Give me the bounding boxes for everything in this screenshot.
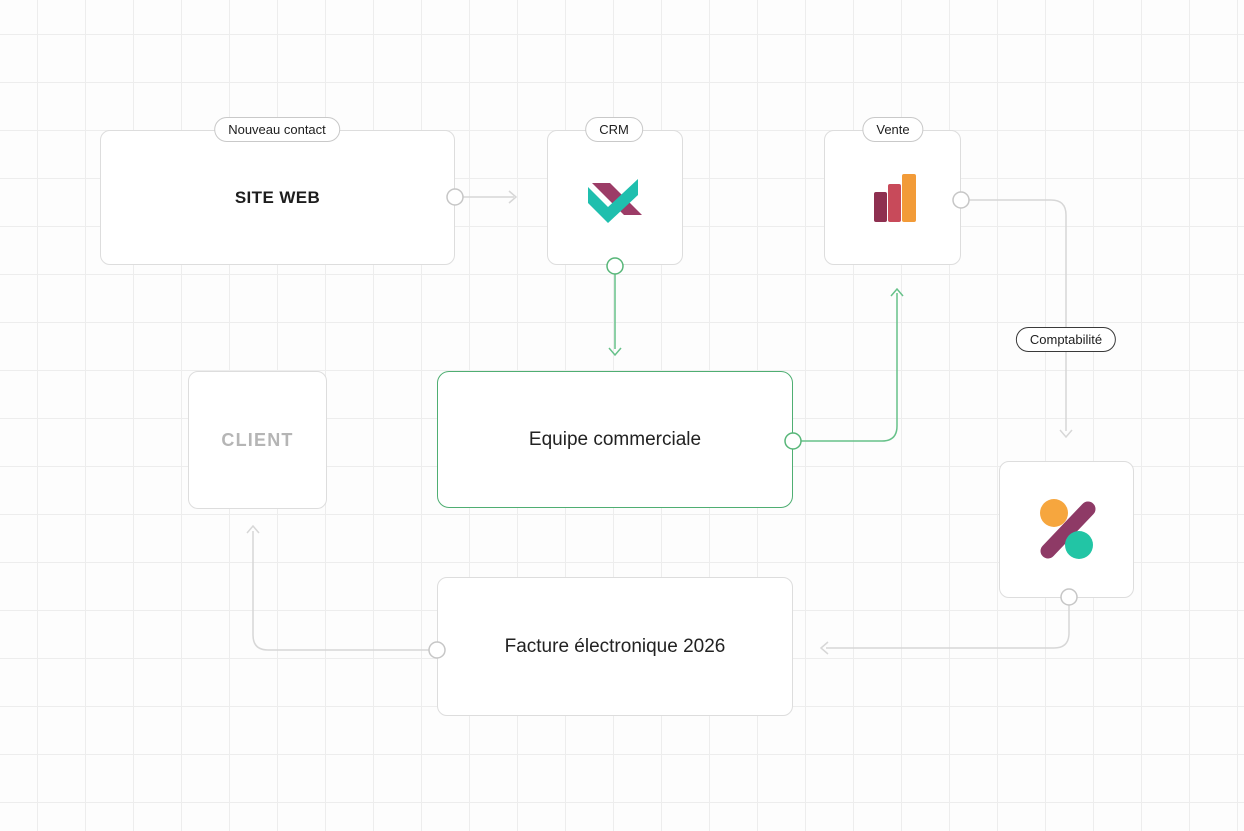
node-comptabilite[interactable] (999, 461, 1134, 598)
node-client[interactable]: CLIENT (188, 371, 327, 509)
percent-logo-icon (1039, 498, 1095, 559)
facture-title: Facture électronique 2026 (504, 635, 726, 657)
tag-nouveau-contact[interactable]: Nouveau contact (214, 117, 340, 142)
arrow-left-icon (819, 641, 829, 655)
wire-facture-client (246, 524, 446, 659)
tag-comptabilite[interactable]: Comptabilité (1015, 327, 1117, 352)
arrow-up-icon (246, 524, 260, 534)
node-crm[interactable] (547, 130, 683, 265)
wire-vente-comptabilite (952, 191, 1073, 439)
site-web-title: SITE WEB (234, 187, 321, 207)
tag-vente[interactable]: Vente (862, 117, 924, 142)
node-facture-electronique[interactable]: Facture électronique 2026 (437, 577, 793, 716)
node-vente[interactable] (824, 130, 961, 265)
wire-equipe-vente (784, 287, 904, 450)
arrow-up-icon (890, 287, 904, 297)
node-site-web[interactable]: SITE WEB (100, 130, 455, 265)
arrow-down-icon (1059, 429, 1073, 439)
client-title: CLIENT (221, 429, 294, 450)
node-equipe-commerciale[interactable]: Equipe commerciale (437, 371, 793, 508)
sales-bars-icon (873, 173, 916, 222)
wire-crm-equipe (606, 257, 624, 357)
wire-comptabilite-facture (819, 588, 1078, 655)
wire-siteweb-crm (446, 188, 518, 206)
tag-crm[interactable]: CRM (585, 117, 643, 142)
equipe-commerciale-title: Equipe commerciale (528, 428, 702, 450)
crm-logo-icon (588, 178, 642, 223)
arrow-right-icon (508, 190, 518, 204)
arrow-down-icon (608, 347, 622, 357)
